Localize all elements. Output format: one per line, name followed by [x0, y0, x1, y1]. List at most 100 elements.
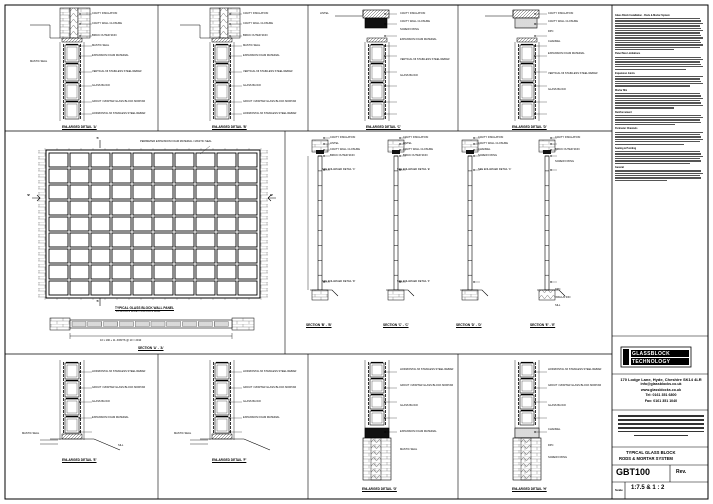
note-text-line [615, 102, 702, 104]
glass-block [237, 216, 258, 232]
glass-block [174, 232, 195, 248]
label-perimeter-exp: PERIMETER EXPANSION FOAM MATERIAL / MAST… [140, 140, 212, 143]
label-grout-a: GROUT / MORTAR GLASS BLOCK MORTAR [92, 100, 146, 103]
sec-e-sill: SILL [555, 304, 561, 307]
section-e-title: SECTION 'E' - 'E' [530, 323, 556, 327]
glass-block [48, 280, 69, 296]
sec-b-brick: BRICK OUTER SKIN [330, 154, 355, 157]
note-text-line [615, 63, 702, 66]
expansion-strip [211, 37, 233, 43]
glass-block [69, 216, 90, 232]
expansion-strip [516, 37, 538, 43]
sec-e-cavity-insulation: CAVITY INSULATION [555, 136, 581, 139]
label-mastic-f: MASTIC SEAL [174, 432, 192, 435]
section-mark-b-right [267, 194, 276, 202]
sec-d-cavity-insulation: CAVITY INSULATION [478, 136, 504, 139]
glass-block [48, 248, 69, 264]
glass-block [174, 264, 195, 280]
glass-block-face [66, 364, 78, 378]
lintel [316, 150, 324, 154]
section-0 [307, 137, 339, 301]
sec-c-cavity-insulation: CAVITY INSULATION [403, 136, 429, 139]
leader-dot [534, 35, 536, 37]
label-glass-block-e: GLASS BLOCK [92, 400, 111, 403]
leader-dot [79, 13, 81, 15]
note-text-line [615, 20, 702, 22]
glass-block-face [66, 400, 78, 414]
glass-block-face [66, 103, 78, 118]
cavity-insulation [69, 7, 79, 39]
leader-dot [384, 113, 386, 115]
note-text-line [615, 104, 704, 107]
label-cavity-insulation-d: CAVITY INSULATION [548, 12, 574, 15]
glass-block [90, 184, 111, 200]
sill [537, 289, 566, 297]
label-sill-e: SILL [118, 444, 124, 447]
glass-block [216, 168, 237, 184]
glass-block [90, 152, 111, 168]
glass-block [174, 200, 195, 216]
glass-block [90, 200, 111, 216]
label-mastic-a: MASTIC SEAL [92, 44, 110, 47]
sec-b-closure: CAVITY WALL CLOSURE [330, 148, 360, 151]
leader-dot [534, 431, 536, 433]
note-text-line [615, 78, 700, 80]
leader-dot [534, 113, 536, 115]
leader-dot [323, 281, 325, 283]
label-cavity-insulation-a: CAVITY INSULATION [92, 12, 118, 15]
leader-dot [399, 149, 401, 151]
glass-block [111, 248, 132, 264]
leader-dot [229, 387, 231, 389]
glass-block [132, 152, 153, 168]
sec-d-see-c: SEE ENLARGED DETAIL 'C' [478, 168, 512, 171]
glass-block [132, 184, 153, 200]
expansion-strip [61, 433, 83, 440]
note-text-line [615, 42, 702, 44]
note-text-line [615, 131, 704, 133]
note-text-line [615, 61, 700, 63]
glass-block [174, 152, 195, 168]
section-brick-right [231, 317, 255, 331]
label-screw-h: SCREW FIXING [548, 456, 568, 459]
glass-block-face [521, 380, 533, 392]
sec-e-insulation: INSULATION [555, 296, 571, 299]
detail-title-h: ENLARGED DETAIL 'H' [512, 487, 547, 491]
glass-block-face [66, 382, 78, 396]
sec-c-see-e: SEE ENLARGED DETAIL 'E' [397, 168, 431, 171]
scale-value: 1:7.5 & 1 : 2 [631, 485, 665, 491]
glass-block [237, 152, 258, 168]
leader-dot [79, 85, 81, 87]
section-block [135, 321, 150, 327]
detail-bottom-2 [362, 360, 397, 481]
leader-dot [323, 137, 325, 139]
glass-block [153, 216, 174, 232]
note-text-line [615, 136, 702, 138]
leader-dot [384, 417, 386, 419]
detail-bottom-3 [512, 360, 547, 481]
leader-dot [229, 55, 231, 57]
note-text-line [615, 116, 704, 119]
sill [50, 438, 121, 451]
address-line: Fax: 0161 351 1040 [644, 398, 678, 403]
sec-b-lintel: LINTEL [330, 142, 339, 145]
glass-block [216, 280, 237, 296]
leader-dot [473, 143, 475, 145]
note-text-line [615, 85, 690, 87]
note-text-line [615, 56, 702, 58]
glass-block-face [66, 65, 78, 80]
label-dpc-d: DPC [548, 30, 554, 33]
leader-dot [399, 143, 401, 145]
glass-block-face [216, 364, 228, 378]
glass-block [195, 264, 216, 280]
label-foam-d: EXPANSION FOAM MATERIAL [548, 52, 585, 55]
glass-block [111, 200, 132, 216]
sill-infill [364, 427, 390, 439]
leader-dot [79, 45, 81, 47]
glass-block-face [216, 65, 228, 80]
glass-block [216, 232, 237, 248]
detail-top-2 [335, 9, 397, 121]
glass-block [48, 216, 69, 232]
note-text-line [615, 153, 702, 155]
glass-block-face [371, 103, 383, 118]
glass-block-face [371, 380, 383, 392]
